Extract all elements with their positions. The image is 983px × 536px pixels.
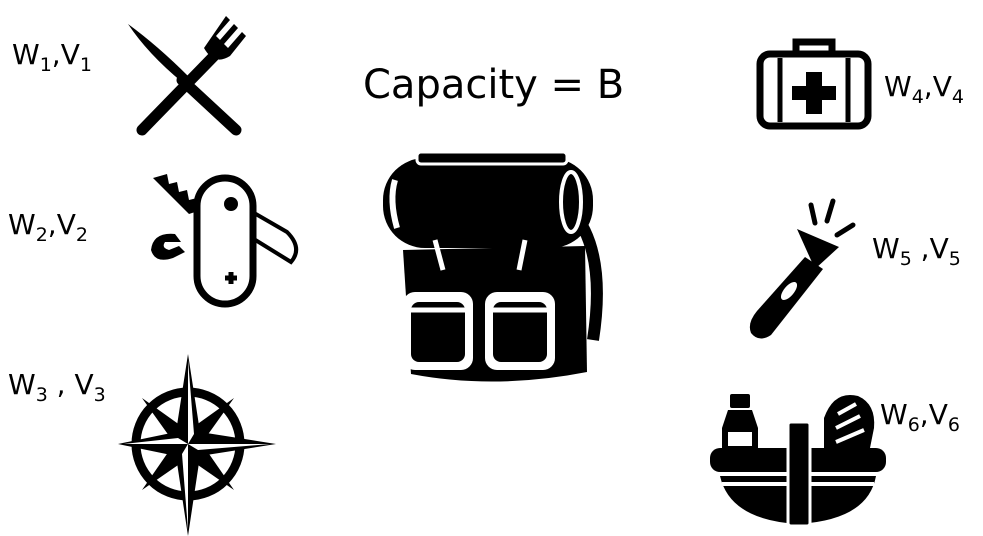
compass-rose-icon — [110, 352, 280, 536]
item-label-5: W5 ,V5 — [872, 232, 961, 265]
capacity-label: Capacity = B — [363, 62, 624, 108]
fork-knife-icon — [118, 10, 258, 140]
backpack-icon — [375, 140, 615, 390]
item-label-1: W1,V1 — [12, 38, 92, 71]
item-label-6: W6,V6 — [880, 398, 960, 431]
first-aid-kit-icon — [756, 36, 876, 131]
item-label-4: W4,V4 — [884, 70, 964, 103]
pocket-knife-icon — [145, 170, 305, 310]
item-label-3: W3 , V3 — [8, 368, 106, 401]
food-basket-icon — [708, 388, 888, 528]
flashlight-icon — [745, 195, 860, 345]
item-label-2: W2,V2 — [8, 208, 88, 241]
